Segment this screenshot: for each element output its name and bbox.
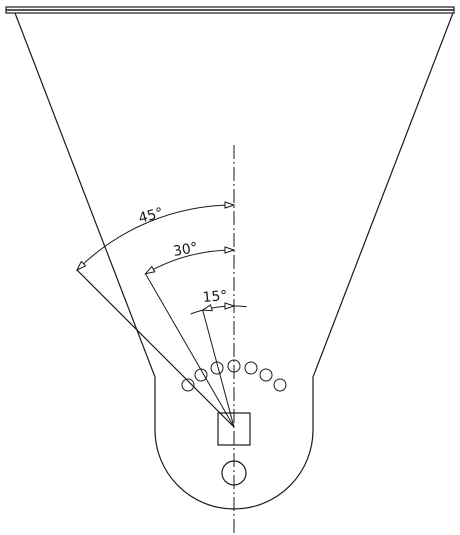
hole-5 [244, 361, 258, 375]
arrowhead-start-15 [201, 304, 213, 312]
ray-30 [145, 273, 235, 428]
angle-15: 15° [190, 288, 247, 428]
arrowhead-start-45 [75, 260, 87, 272]
arrowhead-end-15 [224, 302, 236, 310]
angle-indicators: 45° 30° 15° [75, 201, 247, 428]
hole-row [181, 359, 287, 392]
angle-label-45: 45° [137, 205, 165, 227]
bottom-circle [221, 460, 247, 486]
angle-label-30: 30° [172, 240, 199, 260]
arrowhead-end-30 [224, 246, 236, 254]
arrowhead-end-45 [224, 201, 236, 209]
arrowhead-start-30 [144, 265, 156, 275]
hole-7 [273, 378, 287, 392]
hole-4 [227, 359, 241, 373]
arc-extension-15 [233, 305, 247, 308]
angle-30: 30° [144, 240, 236, 428]
pivot-square [217, 412, 251, 446]
angle-label-15: 15° [202, 288, 228, 306]
arc-45 [76, 204, 235, 271]
hole-6 [259, 368, 273, 382]
hole-1 [181, 378, 195, 392]
ray-15 [202, 309, 235, 428]
ray-45-return [76, 269, 235, 428]
arc-overshoot-15 [190, 309, 203, 315]
